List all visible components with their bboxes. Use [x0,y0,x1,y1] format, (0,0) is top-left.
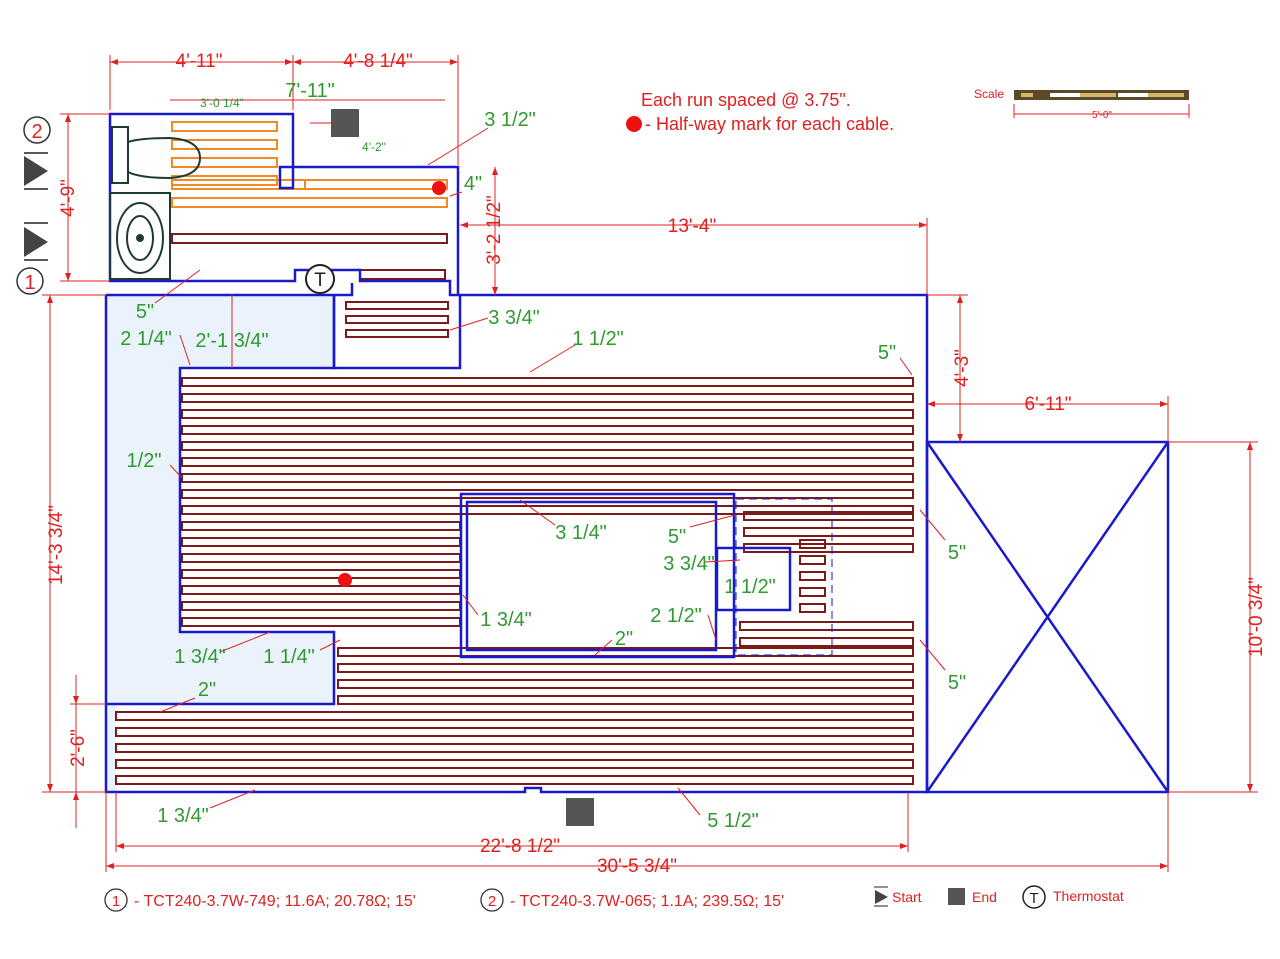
cable-runs [115,121,914,785]
thermostat-symbol: T [314,270,326,291]
label-1-1-2-top: 1 1/2" [572,328,624,350]
label-5-1-2: 5 1/2" [707,810,759,832]
scale-title: Scale [974,87,1004,101]
dim-bath-height: 4'-9" [58,179,79,217]
cable-2-run [304,179,448,190]
legend-start: Start [892,889,922,905]
dim-right-height: 10'-0 3/4" [1246,577,1267,657]
label-3-3-4-island: 3 3/4" [663,553,715,575]
dim-right-width: 6'-11" [1025,394,1072,415]
label-4: 4" [464,173,482,195]
dim-right-step: 4'-3" [952,349,973,387]
halfway-dot-icon [432,181,446,195]
cable-2-run [171,121,278,186]
label-3-1-2: 3 1/2" [484,109,536,131]
label-3-3-4-top: 3 3/4" [488,307,540,329]
island-dashed-outline [735,498,833,656]
scale-bar: Scale 5'-0" [974,87,1190,121]
dim-bottom-step: 2'-6" [68,729,89,767]
dim-heated-length: 22'-8 1/2" [480,836,560,857]
cable-1-run [799,539,826,613]
legend-thermostat: Thermostat [1053,888,1124,904]
thermostat-marker: T [305,264,335,294]
cable-1-run [337,647,914,705]
walls [104,112,929,794]
label-5-right-mid: 5" [948,542,966,564]
label-2-1-4: 2 1/4" [120,328,172,350]
label-1-2: 1/2" [127,450,162,472]
cable-1-run [171,233,448,244]
label-3-1-4: 3 1/4" [555,522,607,544]
legend-cable-2-number: 2 [488,893,496,910]
label-5-right-low: 5" [948,672,966,694]
legend-thermostat-symbol: T [1029,890,1038,907]
dimension-lines [42,55,1258,872]
main-floor-wall [104,283,929,794]
label-2-left: 2" [198,679,216,701]
dim-upper-span: 13'-4" [668,216,716,237]
label-1-1-2-island: 1 1/2" [724,576,776,598]
dim-bath-step: 3'-2 1/2" [484,195,505,265]
cable-1-run [359,269,446,280]
label-2-1-2: 2 1/2" [650,605,702,627]
legend-cable-2-spec: - TCT240-3.7W-065; 1.1A; 239.5Ω; 15' [510,893,784,910]
left-inner-wall [106,295,336,706]
start-triangle-icon [24,152,48,190]
end-square-icon [566,798,594,826]
legend-cable-1-number: 1 [112,893,120,910]
label-2-island: 2" [615,628,633,650]
start-triangle-icon [24,222,48,261]
dimension-arrowheads [47,59,1253,869]
legend: 1 - TCT240-3.7W-749; 11.6A; 20.78Ω; 15' … [104,885,1124,912]
label-1-3-4-bottom: 1 3/4" [157,805,209,827]
cable-1-run [345,301,449,338]
end-square-icon [948,888,965,905]
label-bath-right-small: 4'-2" [362,140,386,154]
halfway-dot-icon [338,573,352,587]
label-2-1-3-4: 2'-1 3/4" [195,330,268,352]
dim-overall-height: 14'-3 3/4" [46,505,67,585]
cable-1-number: 1 [24,272,35,294]
cable-1-run [115,711,914,785]
excluded-area-x-icon [925,440,1170,794]
label-1-1-4: 1 1/4" [263,646,315,668]
cable-2-marker: 2 [23,116,51,144]
label-bath-inner: 7'-11" [285,80,334,102]
cable-1-marker: 1 [16,267,44,295]
label-1-3-4-island: 1 3/4" [480,609,532,631]
note-halfway: - Half-way mark for each cable. [645,114,894,134]
dim-top-left-width: 4'-11" [176,51,223,72]
toilet-icon [111,126,202,184]
cable-1-run [743,511,914,553]
non-heated-areas [106,295,334,792]
island-notch [715,546,792,612]
end-square-icon [331,109,359,137]
label-5-island: 5" [668,526,686,548]
cable-1-run [181,521,461,627]
label-5-left: 5" [136,301,154,323]
sink-icon [109,192,171,280]
bathroom-wall [108,112,460,297]
label-bath-left-small: 3'-0 1/4" [200,96,244,110]
start-triangle-icon [874,886,888,907]
note-spacing: Each run spaced @ 3.75". [641,90,851,110]
cable-2-number: 2 [31,121,42,143]
halfway-dot-icon [626,116,642,132]
dim-top-right-width: 4'-8 1/4" [343,51,413,72]
scale-length: 5'-0" [1092,110,1112,121]
label-1-3-4-left: 1 3/4" [174,646,226,668]
dim-overall-length: 30'-5 3/4" [597,856,677,877]
legend-cable-1-spec: - TCT240-3.7W-749; 11.6A; 20.78Ω; 15' [134,893,416,910]
island-outer [459,492,736,659]
legend-end: End [972,889,997,905]
cable-1-run [739,621,914,647]
label-5-right-top: 5" [878,342,896,364]
